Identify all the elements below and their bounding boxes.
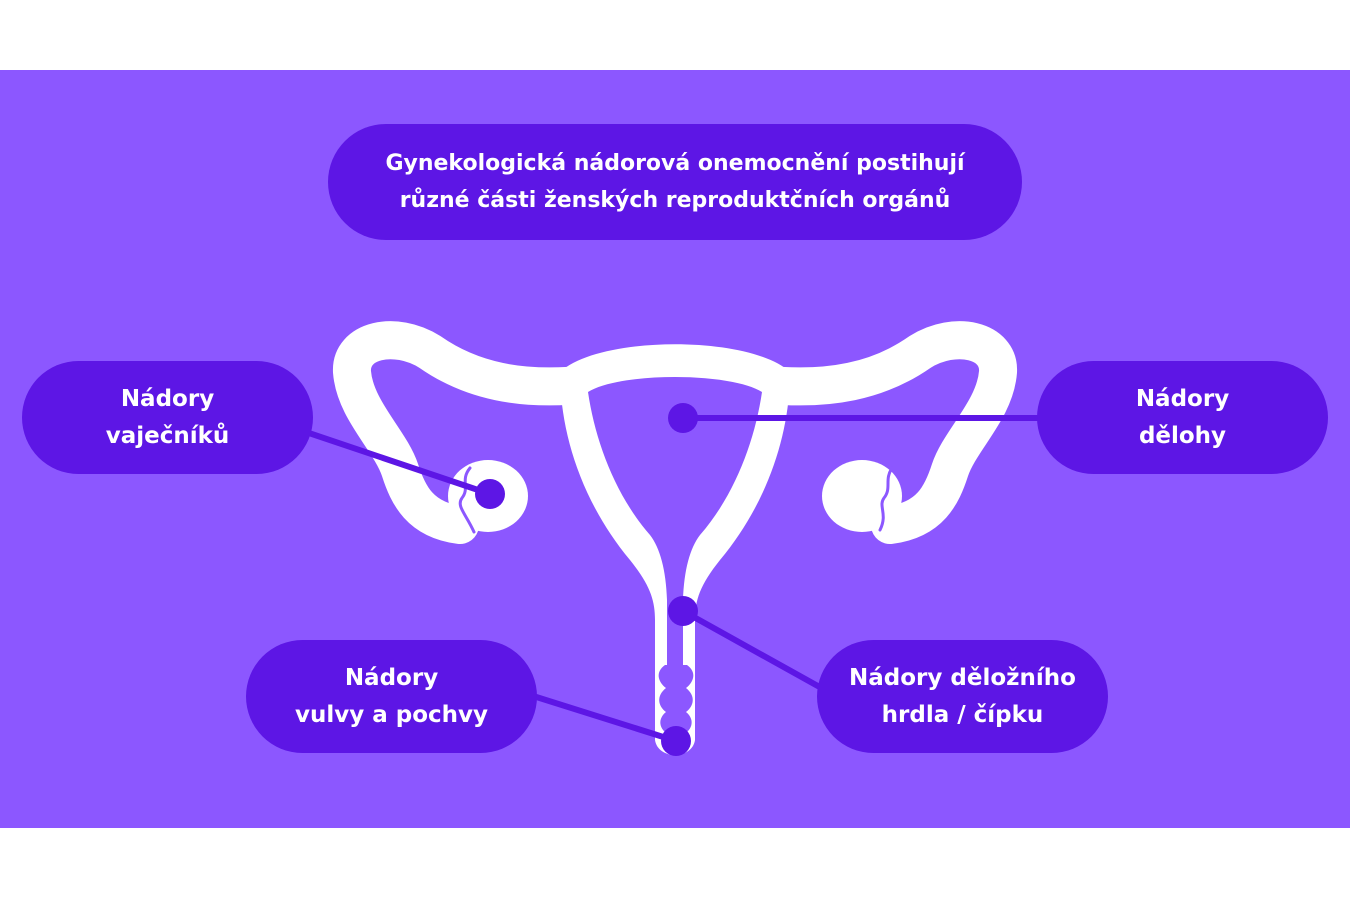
title-line-1: Gynekologická nádorová onemocnění postih… [385, 151, 965, 176]
title-line-2: různé části ženských reproduktčních orgá… [399, 188, 951, 213]
label-ovaries-line-1: Nádory [120, 385, 215, 412]
label-cervical-tumors: Nádory děložního hrdla / čípku [817, 640, 1108, 753]
label-cervix-line-2: hrdla / čípku [881, 701, 1044, 728]
label-ovarian-tumors: Nádory vaječníků [22, 361, 313, 474]
label-ovaries-line-2: vaječníků [105, 422, 230, 449]
label-vulva-line-1: Nádory [344, 664, 439, 691]
label-vulvar-vaginal-tumors: Nádory vulvy a pochvy [246, 640, 537, 753]
label-uterus-line-2: dělohy [1138, 422, 1227, 449]
label-uterus-line-1: Nádory [1135, 385, 1230, 412]
label-uterine-tumors: Nádory dělohy [1037, 361, 1328, 474]
label-cervix-line-1: Nádory děložního [849, 664, 1076, 691]
label-vulva-line-2: vulvy a pochvy [294, 701, 489, 728]
title-callout: Gynekologická nádorová onemocnění postih… [328, 124, 1022, 240]
